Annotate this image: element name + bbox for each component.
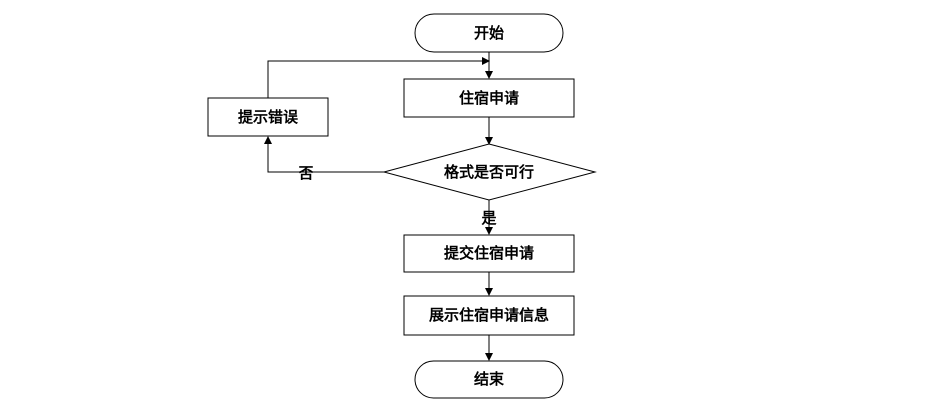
apply-label: 住宿申请 — [459, 89, 519, 107]
display-label: 展示住宿申请信息 — [429, 306, 549, 324]
node-check: 格式是否可行 — [382, 143, 597, 201]
end-label: 结束 — [474, 370, 505, 388]
node-error: 提示错误 — [207, 97, 329, 137]
edge-error-to-apply — [267, 57, 490, 98]
apply-process-box — [403, 78, 575, 118]
node-start: 开始 — [414, 13, 564, 53]
edge-label-yes: 是 — [480, 209, 497, 227]
display-process-box — [403, 295, 575, 336]
end-terminal — [414, 360, 564, 399]
check-label: 格式是否可行 — [444, 163, 534, 181]
edges — [264, 52, 493, 361]
start-terminal — [414, 13, 564, 53]
edge-label-no: 否 — [297, 164, 313, 182]
error-label: 提示错误 — [238, 108, 299, 126]
edge-check-to-error — [264, 136, 384, 173]
node-end: 结束 — [414, 360, 564, 399]
node-apply: 住宿申请 — [403, 78, 575, 118]
start-label: 开始 — [474, 24, 504, 42]
submit-label: 提交住宿申请 — [444, 244, 534, 262]
error-process-box — [207, 97, 329, 137]
submit-process-box — [403, 234, 575, 273]
node-submit: 提交住宿申请 — [403, 234, 575, 273]
node-display: 展示住宿申请信息 — [403, 295, 575, 336]
check-decision-diamond — [382, 143, 597, 201]
